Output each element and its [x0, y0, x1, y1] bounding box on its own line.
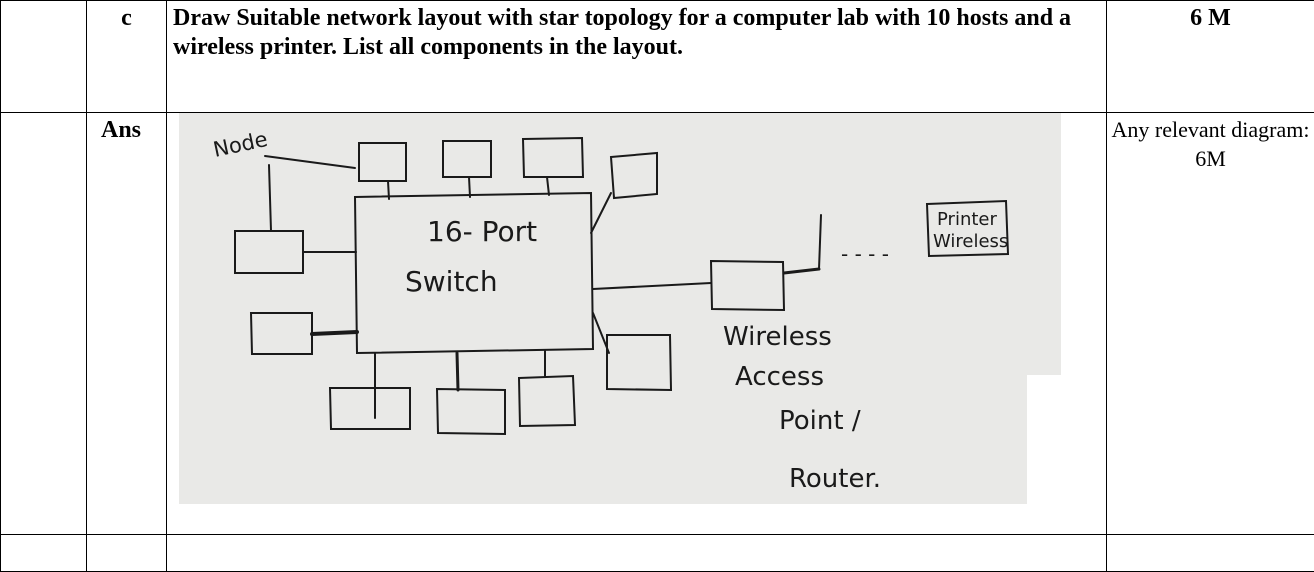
switch-label-line1: 16- Port	[427, 215, 537, 248]
blank-cell	[87, 535, 167, 572]
blank-cell	[1, 1, 87, 113]
question-row: c Draw Suitable network layout with star…	[1, 1, 1314, 113]
marking-scheme-note: Any relevant diagram: 6M	[1107, 113, 1314, 535]
ap-label-line3: Point /	[779, 406, 861, 436]
ans-label: Ans	[87, 113, 167, 535]
blank-cell	[167, 535, 1107, 572]
question-text: Draw Suitable network layout with star t…	[167, 1, 1107, 113]
ap-label-line2: Access	[735, 362, 824, 392]
blank-cell	[1, 113, 87, 535]
printer-label-line2: Wireless	[933, 231, 1008, 252]
blank-cell	[1, 535, 87, 572]
ap-label-line4: Router.	[789, 464, 881, 494]
printer-label-line1: Printer	[937, 209, 997, 230]
answer-row: Ans	[1, 113, 1314, 535]
empty-row	[1, 535, 1314, 572]
switch-label-line2: Switch	[405, 265, 498, 298]
marks-cell: 6 M	[1107, 1, 1314, 113]
wireless-link-dashes: - - - -	[841, 242, 889, 266]
answer-cell: Node 16- Port Switch Wireless Access Poi…	[167, 113, 1107, 535]
ap-label-line1: Wireless	[723, 322, 832, 352]
blank-cell	[1107, 535, 1314, 572]
network-sketch: Node 16- Port Switch Wireless Access Poi…	[179, 113, 1061, 504]
sub-question-letter: c	[87, 1, 167, 113]
paper-photo	[179, 113, 1061, 504]
